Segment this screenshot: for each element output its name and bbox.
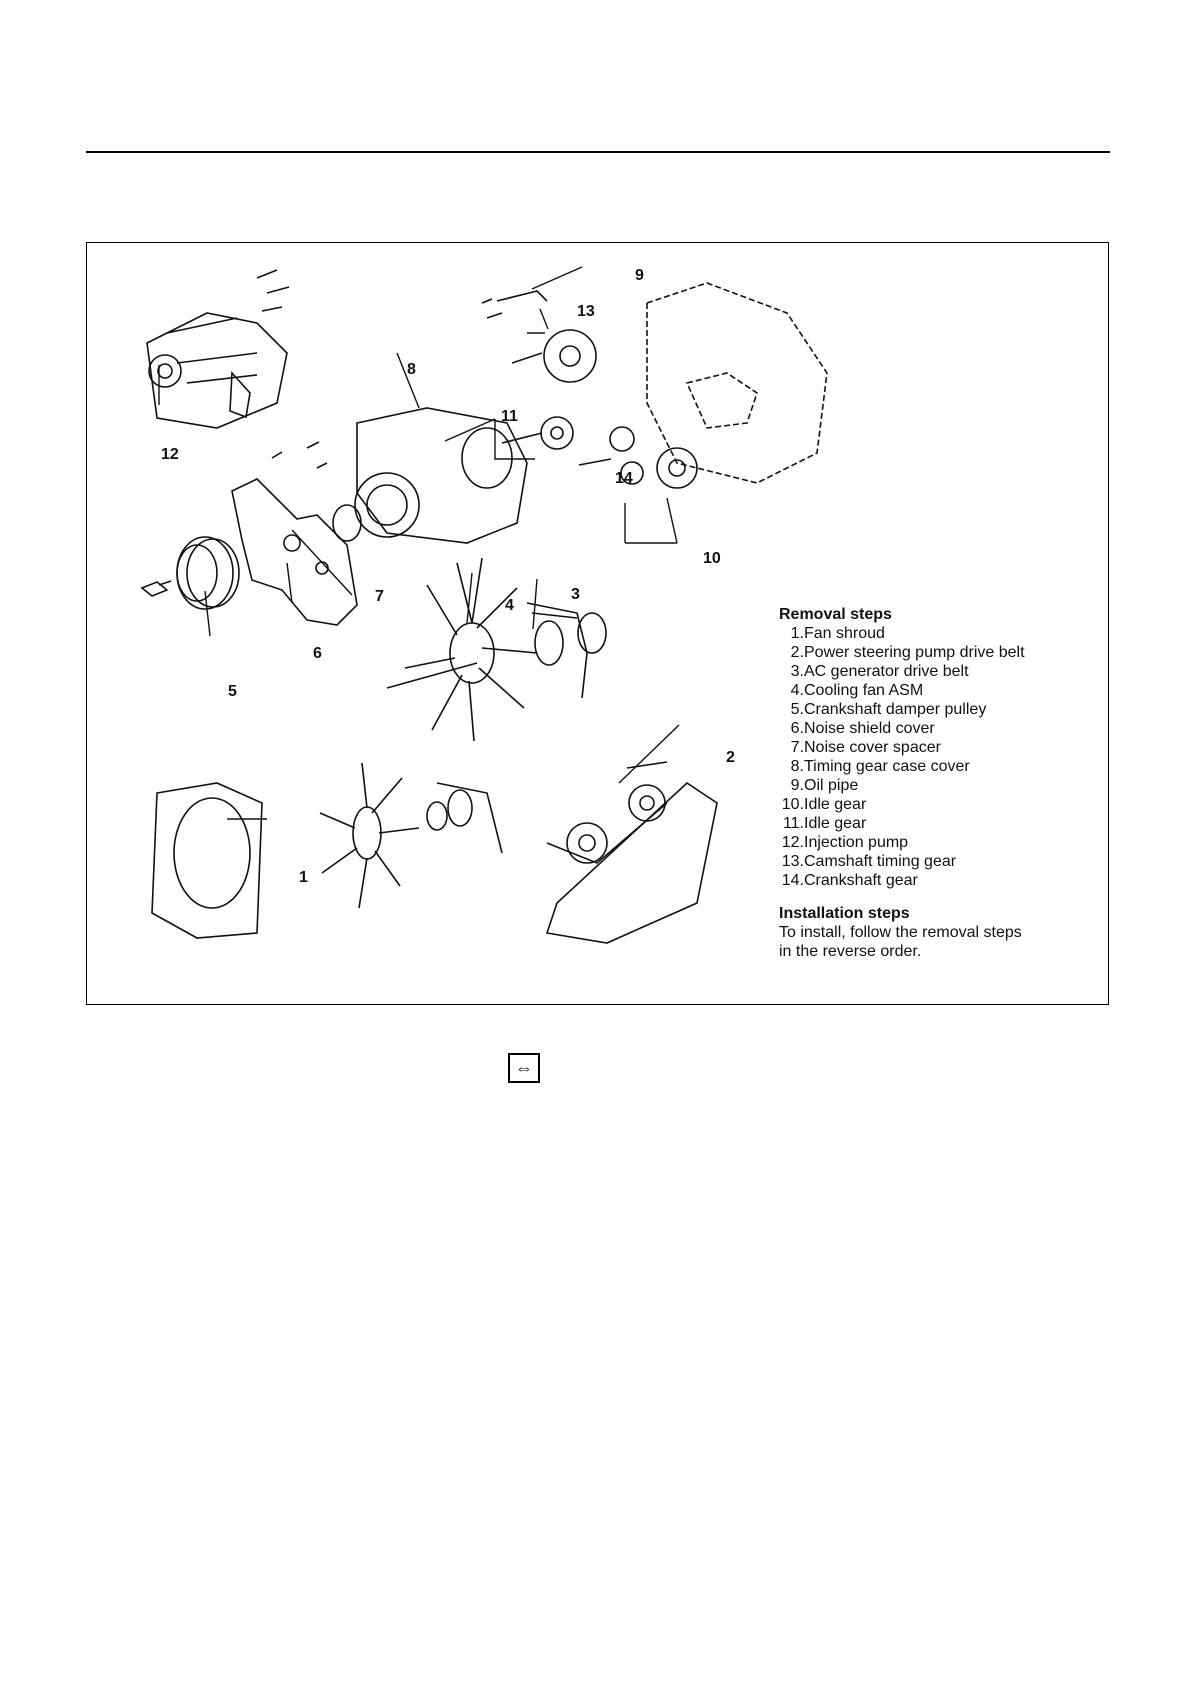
header-rule xyxy=(86,151,1110,153)
callout-14: 14 xyxy=(615,470,633,487)
callout-8: 8 xyxy=(407,361,416,378)
callout-2: 2 xyxy=(726,749,735,766)
callout-3: 3 xyxy=(571,586,580,603)
removal-step: 10.Idle gear xyxy=(781,796,867,813)
noise-shield-cover-drawing xyxy=(231,478,358,626)
removal-step: 5.Crankshaft damper pulley xyxy=(790,701,987,718)
removal-step: 11.Idle gear xyxy=(782,815,867,832)
removal-step: 7.Noise cover spacer xyxy=(790,739,941,756)
callout-7: 7 xyxy=(375,588,384,605)
callout-5: 5 xyxy=(228,683,237,700)
callout-10: 10 xyxy=(703,550,721,567)
cooling-fan-drawing xyxy=(386,557,607,742)
damper-pulley-drawing xyxy=(140,536,240,610)
removal-step: 1.Fan shroud xyxy=(790,625,885,642)
removal-step: 6.Noise shield cover xyxy=(790,720,935,737)
fan-shroud-drawing xyxy=(151,782,263,939)
callout-6: 6 xyxy=(313,645,322,662)
removal-step: 3.AC generator drive belt xyxy=(790,663,969,680)
timing-case-cover-drawing xyxy=(271,407,528,544)
removal-step: 12.Injection pump xyxy=(781,834,909,851)
removal-heading: Removal steps xyxy=(779,606,892,623)
removal-step: 14.Crankshaft gear xyxy=(781,872,918,889)
gear-train-drawing xyxy=(481,290,698,489)
removal-step: 8.Timing gear case cover xyxy=(790,758,970,775)
installation-heading: Installation steps xyxy=(779,905,910,922)
removal-step: 4.Cooling fan ASM xyxy=(790,682,924,699)
callout-4: 4 xyxy=(505,597,514,614)
lower-fan-drawing xyxy=(319,762,503,909)
installation-text: To install, follow the removal steps in … xyxy=(779,924,1022,960)
callout-9: 9 xyxy=(635,267,644,284)
removal-step: 9.Oil pipe xyxy=(790,777,859,794)
removal-arrows-icon: ⇔ xyxy=(508,1053,540,1083)
callout-12: 12 xyxy=(161,446,179,463)
diagram-drawing xyxy=(140,266,828,944)
callout-1: 1 xyxy=(299,869,308,886)
belt-assembly-drawing xyxy=(545,761,718,944)
removal-step: 2.Power steering pump drive belt xyxy=(790,644,1025,661)
exploded-diagram: 9 13 8 11 12 14 10 7 4 3 6 5 2 1 Removal… xyxy=(86,242,1109,1005)
removal-list: 1.Fan shroud 2.Power steering pump drive… xyxy=(779,624,1099,890)
removal-step: 13.Camshaft timing gear xyxy=(781,853,957,870)
callout-13: 13 xyxy=(577,303,595,320)
steps-panel: Removal steps 1.Fan shroud 2.Power steer… xyxy=(779,605,1099,961)
engine-block-drawing xyxy=(646,282,828,484)
injection-pump-drawing xyxy=(146,269,290,429)
callout-arrows xyxy=(158,266,680,820)
callout-11: 11 xyxy=(501,408,518,425)
